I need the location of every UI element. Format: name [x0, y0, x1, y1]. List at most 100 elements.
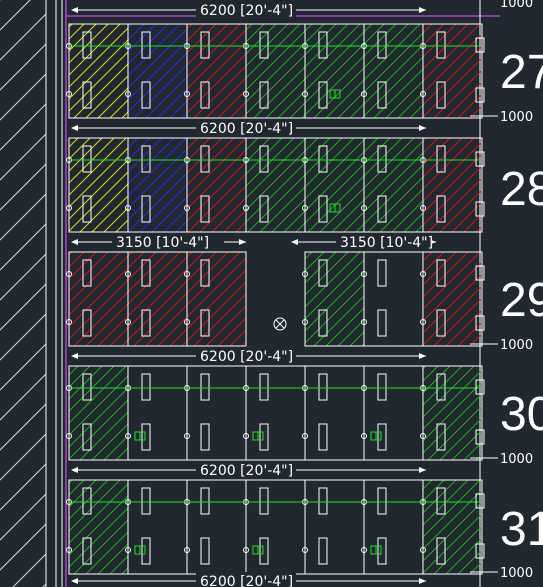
circle-node-icon	[66, 271, 72, 277]
circle-node-icon	[125, 319, 131, 325]
bay-hatch-yellow	[69, 138, 128, 232]
rect-outline-icon	[200, 195, 210, 223]
circle-node-icon	[243, 433, 249, 439]
bay-hatch-red	[187, 24, 246, 118]
rect-outline-icon	[82, 487, 92, 515]
bay-hatch-red	[423, 252, 482, 346]
rect-outline-icon	[200, 373, 210, 401]
circle-node-icon	[243, 91, 249, 97]
dimension-text-bg	[196, 119, 296, 136]
rect-outline-icon	[318, 259, 328, 287]
rect-outline-icon	[200, 309, 210, 337]
bay-hatch-green	[305, 252, 364, 346]
rect-outline-icon	[141, 259, 151, 287]
rect-outline-icon	[259, 145, 269, 173]
circle-node-icon	[184, 91, 190, 97]
bay-hatch-green	[69, 480, 128, 574]
row-number-label: 28	[500, 163, 543, 216]
circle-node-icon	[66, 205, 72, 211]
bay-hatch-green	[246, 24, 305, 118]
circle-node-icon	[361, 205, 367, 211]
parking-bay	[186, 365, 247, 461]
rect-outline-icon	[141, 423, 151, 451]
dimension-label: 3150 [10'-4"]	[340, 235, 433, 251]
rect-outline-icon	[141, 195, 151, 223]
offset-label: 1000	[500, 338, 533, 353]
bay-hatch-green	[69, 366, 128, 460]
dimension-label: 6200 [20'-4"]	[200, 349, 293, 365]
parking-row: 31	[66, 479, 543, 575]
circle-node-icon	[125, 205, 131, 211]
bay-hatch-red	[187, 252, 246, 346]
rect-outline-icon	[141, 537, 151, 565]
dimension-text-bg	[196, 347, 296, 364]
bay-hatch-green	[364, 24, 423, 118]
parking-row: 28	[66, 137, 543, 233]
dimension-text-bg	[196, 1, 296, 18]
rect-outline-icon	[436, 423, 446, 451]
circle-node-icon	[184, 319, 190, 325]
rect-outline-icon	[377, 373, 387, 401]
rect-outline-icon	[318, 145, 328, 173]
rect-outline-icon	[200, 259, 210, 287]
bay-hatch-green	[423, 366, 482, 460]
circle-node-icon	[361, 433, 367, 439]
rect-outline-icon	[436, 31, 446, 59]
rect-outline-icon	[377, 195, 387, 223]
rect-outline-icon	[141, 373, 151, 401]
circle-node-icon	[243, 547, 249, 553]
circle-node-icon	[125, 547, 131, 553]
crossed-circle-stroke	[275, 319, 285, 329]
offset-label: 1000	[500, 566, 533, 581]
circle-node-icon	[184, 205, 190, 211]
rect-outline-icon	[82, 195, 92, 223]
rect-outline-icon	[318, 373, 328, 401]
grid-light-icon	[134, 431, 146, 441]
rect-outline-icon	[475, 201, 485, 217]
rect-outline-icon	[200, 81, 210, 109]
rect-outline-icon	[318, 487, 328, 515]
parking-bay	[186, 251, 247, 347]
rect-outline-icon	[259, 537, 269, 565]
rect-outline-icon	[200, 145, 210, 173]
circle-node-icon	[125, 271, 131, 277]
grid-light-icon	[370, 545, 382, 555]
rect-outline-icon	[377, 145, 387, 173]
bay-hatch-blue	[128, 138, 187, 232]
parking-row: 27	[66, 23, 543, 119]
rect-outline-icon	[318, 81, 328, 109]
rect-outline-icon	[377, 259, 387, 287]
rect-outline-icon	[318, 309, 328, 337]
rect-outline-icon	[377, 487, 387, 515]
bay-hatch-red	[423, 24, 482, 118]
exterior-wall	[0, 0, 500, 587]
rect-outline-icon	[318, 195, 328, 223]
rect-outline-icon	[436, 487, 446, 515]
grid-light-icon	[134, 545, 146, 555]
parking-bay	[422, 479, 483, 575]
parking-row: 30	[66, 365, 543, 461]
rect-outline-icon	[82, 81, 92, 109]
bay-hatch-blue	[128, 24, 187, 118]
rect-outline-icon	[436, 145, 446, 173]
rect-outline-icon	[377, 423, 387, 451]
rect-outline-icon	[82, 373, 92, 401]
rect-outline-icon	[259, 373, 269, 401]
bay-hatch-red	[128, 252, 187, 346]
parking-bay	[422, 23, 483, 119]
parking-bay	[245, 365, 306, 461]
parking-bay	[363, 365, 424, 461]
grid-light-icon	[370, 431, 382, 441]
parking-bay	[127, 479, 188, 575]
circle-node-icon	[302, 319, 308, 325]
rect-outline-icon	[318, 423, 328, 451]
circle-node-icon	[184, 547, 190, 553]
grid-light-icon	[329, 89, 341, 99]
bay-hatch-red	[187, 138, 246, 232]
rect-outline-icon	[377, 537, 387, 565]
rect-outline-icon	[200, 31, 210, 59]
circle-node-icon	[66, 319, 72, 325]
circle-node-icon	[66, 433, 72, 439]
